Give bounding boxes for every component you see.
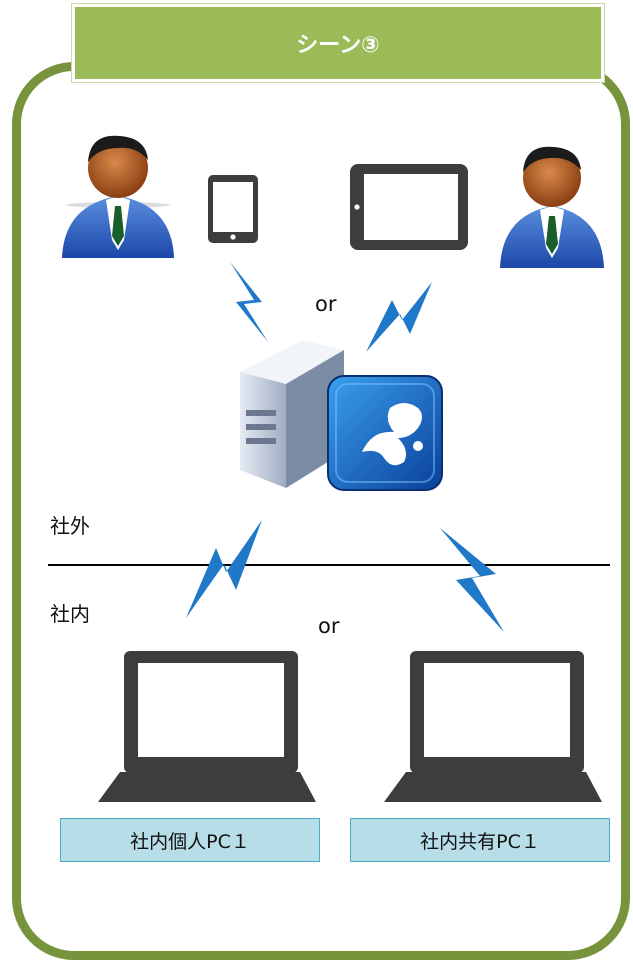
inside-label: 社内 — [50, 602, 90, 626]
pc-label-right-text: 社内共有PC１ — [420, 830, 540, 853]
or-label-bottom: or — [318, 614, 340, 638]
splashtop-app-icon — [327, 375, 443, 491]
wireless-signal-icon-bottom-right — [440, 528, 504, 632]
wireless-signal-icon-top-right — [366, 282, 432, 352]
scene-title: シーン③ — [296, 33, 380, 58]
title-bar — [72, 4, 604, 82]
user-icon-right — [500, 146, 604, 268]
laptop-icon-right — [384, 651, 602, 802]
pc-label-left: 社内個人PC１ — [60, 818, 320, 862]
tablet-icon — [350, 164, 468, 250]
user-icon-left — [62, 135, 174, 258]
wireless-signal-icon-top-left — [230, 262, 268, 342]
or-label-top: or — [315, 292, 337, 316]
pc-label-right: 社内共有PC１ — [350, 818, 610, 862]
wireless-signal-icon-bottom-left — [186, 520, 262, 618]
pc-label-left-text: 社内個人PC１ — [130, 830, 250, 853]
laptop-icon-left — [98, 651, 316, 802]
outside-label: 社外 — [50, 514, 90, 538]
smartphone-icon — [208, 175, 258, 243]
